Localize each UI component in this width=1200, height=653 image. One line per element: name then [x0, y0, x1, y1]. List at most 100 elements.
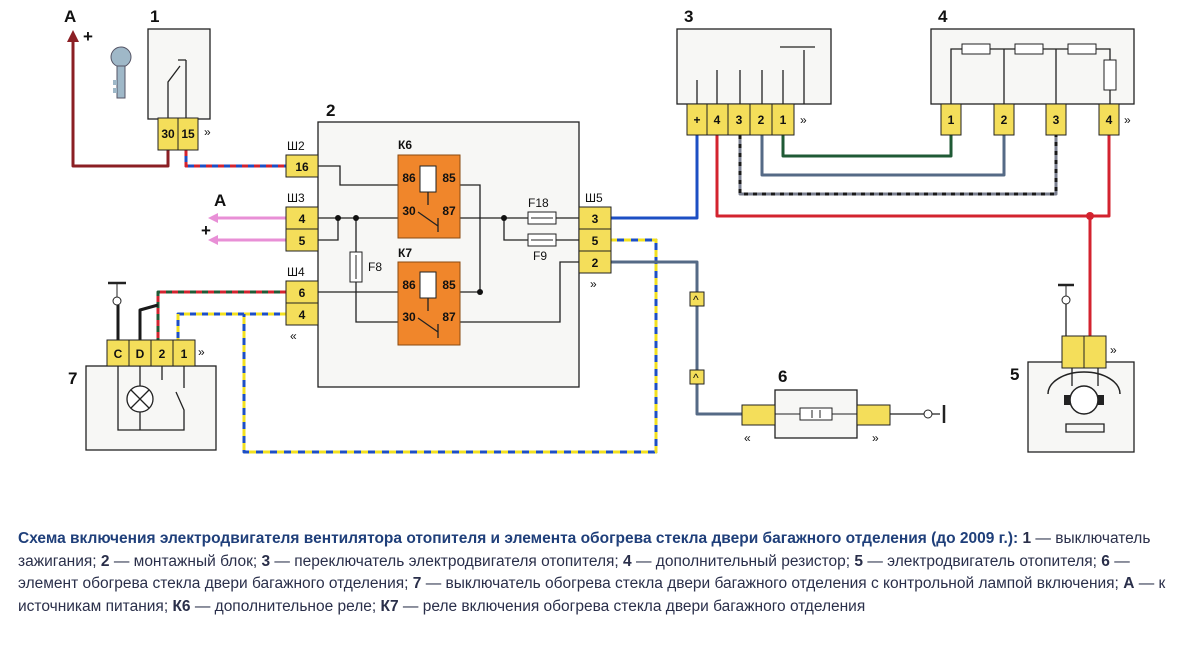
ignition-pin-15 [177, 117, 199, 151]
label-plus-top: + [83, 27, 93, 46]
heater-element-pin-right [856, 404, 891, 426]
relay-k7-pin-86: 86 [402, 278, 416, 292]
wire-ign15-to-sh2 [184, 150, 286, 168]
wire-sh5-2-to-heater [610, 260, 742, 416]
caption-item-text: — элемент обогрева стекла двери багажног… [18, 552, 1130, 593]
caption-item-text: — реле включения обогрева стекла двери б… [398, 597, 866, 615]
relay-k7-pin-85: 85 [442, 278, 456, 292]
svg-text:2: 2 [1001, 113, 1008, 127]
svg-text:1: 1 [181, 347, 188, 361]
component-5-label: 5 [1010, 365, 1019, 384]
connector-sh3-5 [285, 228, 319, 252]
resistor-pin-3 [1045, 103, 1067, 136]
resistor-2 [1014, 43, 1044, 55]
svg-text:6: 6 [299, 286, 306, 300]
fuse-f8-label: F8 [368, 260, 382, 274]
svg-text:5: 5 [592, 234, 599, 248]
resistor-box [930, 28, 1135, 105]
component-2-label: 2 [326, 101, 335, 120]
svg-text:3: 3 [592, 212, 599, 226]
figure-caption: Схема включения электродвигателя вентиля… [18, 528, 1188, 618]
inline-connector-2 [689, 369, 705, 385]
arrow-up-icon [67, 30, 79, 42]
resistor-3 [1067, 43, 1097, 55]
resistor-1 [961, 43, 991, 55]
heater-left-chevron-icon: « [744, 431, 751, 445]
heater-right-chevron-icon: » [872, 431, 879, 445]
svg-text:3: 3 [736, 113, 743, 127]
wire-res4-to-motor [1088, 135, 1111, 338]
ignition-pin-15-label: 15 [181, 127, 195, 141]
resistor-pin-4 [1098, 103, 1120, 136]
relay-k6-label: К6 [398, 138, 412, 152]
connector-sh4-4 [285, 302, 319, 326]
caption-item-text: — к источникам питания; [18, 575, 1166, 615]
caption-item-key: А [1123, 575, 1135, 592]
motor-chevron-icon: » [1110, 343, 1117, 357]
svg-text:4: 4 [299, 212, 306, 226]
connector-sh4-label: Ш4 [287, 265, 305, 279]
wiring-diagram: .box{fill:#f7f7f5;stroke:#222;stroke-wid… [64, 7, 1135, 454]
relay-k7-pin-87: 87 [442, 310, 456, 324]
switch-chevron-icon: » [800, 113, 807, 127]
caption-item-text: — монтажный блок; [109, 552, 262, 570]
wire-switch4-to-motor [715, 135, 1090, 218]
relay-k6-pin-87: 87 [442, 204, 456, 218]
connector-chevron-icon: » [204, 125, 211, 139]
caption-title: Схема включения электродвигателя вентиля… [18, 530, 1019, 547]
caption-item-text: — выключатель зажигания; [18, 530, 1151, 570]
label-a-mid: A [214, 191, 226, 210]
relay-k6-pin-86: 86 [402, 171, 416, 185]
ignition-switch-box [147, 28, 211, 120]
svg-text:4: 4 [299, 308, 306, 322]
relay-k7-label: К7 [398, 246, 412, 260]
caption-item-text: — электродвигатель отопителя; [863, 552, 1102, 570]
fuse-f18-label: F18 [528, 196, 549, 210]
label-plus-mid: + [201, 221, 211, 240]
caption-item-key: 3 [261, 552, 271, 570]
inline-connector-1 [689, 291, 705, 307]
svg-text:1: 1 [780, 113, 787, 127]
wire-sh4-4-to-button [176, 312, 286, 340]
heater-button-box [85, 365, 217, 451]
wire-sw2-res2 [760, 135, 1006, 177]
switch-pin-1 [771, 103, 795, 136]
heater-element-icon [799, 407, 833, 421]
resistor-pin-1 [940, 103, 962, 136]
button-chevron-icon: » [198, 345, 205, 359]
svg-text:+: + [693, 113, 700, 127]
component-6-label: 6 [778, 367, 787, 386]
heater-switch-box [676, 28, 832, 105]
connector-sh5-2 [578, 250, 612, 274]
resistor-pin-2 [993, 103, 1015, 136]
motor-pin-b [1083, 335, 1107, 369]
wire-sw3-res3 [738, 135, 1058, 196]
caption-item-key: 1 [1022, 530, 1032, 547]
ignition-pin-30-label: 30 [161, 127, 175, 141]
svg-text:2: 2 [592, 256, 599, 270]
svg-text:4: 4 [1106, 113, 1113, 127]
resistor-4 [1103, 59, 1117, 91]
resistor-chevron-icon: » [1124, 113, 1131, 127]
connector-sh2-16 [285, 154, 319, 178]
caption-item-text: — дополнительный резистор; [631, 552, 855, 570]
svg-text:^: ^ [693, 371, 699, 385]
caption-item-key: К6 [172, 597, 191, 615]
svg-text:D: D [136, 347, 145, 361]
svg-text:2: 2 [758, 113, 765, 127]
relay-k6-pin-85: 85 [442, 171, 456, 185]
relay-k7-pin-30: 30 [402, 310, 416, 324]
svg-text:5: 5 [299, 234, 306, 248]
component-3-label: 3 [684, 7, 693, 26]
motor-icon [1069, 385, 1099, 415]
svg-text:3: 3 [1053, 113, 1060, 127]
caption-item-text: — дополнительное реле; [190, 597, 381, 615]
wire-button-black [138, 303, 159, 340]
fuse-f9-label: F9 [533, 249, 547, 263]
connector-sh5-label: Ш5 [585, 191, 603, 205]
wire-sw1-res1 [781, 135, 953, 158]
svg-text:4: 4 [714, 113, 721, 127]
svg-text:1: 1 [948, 113, 955, 127]
svg-text:С: С [114, 347, 123, 361]
connector-sh3-label: Ш3 [287, 191, 305, 205]
